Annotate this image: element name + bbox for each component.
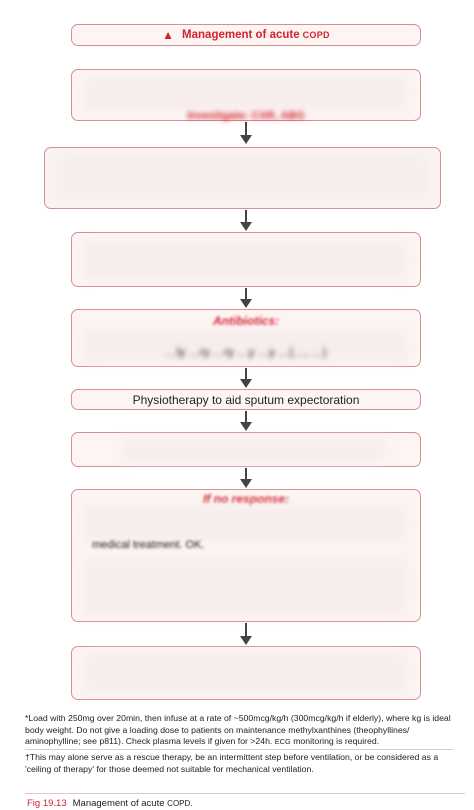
warning-triangle-icon: ▲ [162, 28, 175, 42]
antibiotics-label: Antibiotics: [213, 314, 279, 328]
redacted-region [84, 330, 408, 362]
no-response-text: medical treatment. OK. [92, 539, 205, 551]
figure-caption: Fig 19.13 Management of acute COPD. [27, 798, 193, 809]
flow-arrow [240, 288, 252, 308]
caption-abbr: COPD. [167, 799, 193, 808]
step-no-response: If no response: medical treatment. OK. [71, 489, 421, 622]
redacted-region [57, 156, 428, 200]
antibiotics-text: …ly …ry …ry …y …y …(…, …) [165, 347, 327, 359]
redacted-region [122, 438, 385, 463]
footnote-divider [25, 749, 453, 750]
flow-arrow [240, 210, 252, 231]
flow-arrow [240, 623, 252, 645]
step-physiotherapy: Physiotherapy to aid sputum expectoratio… [71, 389, 421, 410]
step-ventilation [71, 646, 421, 700]
footnote-text-end: monitoring is required. [293, 736, 380, 747]
flowchart-title: ▲ Management of acute COPD [71, 24, 421, 46]
step-bronchodilators [71, 232, 421, 287]
redacted-region [84, 241, 408, 279]
caption-text: Management of acute [72, 798, 165, 809]
step-investigate: Investigate: CXR, ABG [71, 69, 421, 122]
flow-arrow [240, 368, 252, 388]
flow-arrow [240, 468, 252, 488]
footnote-2: †This may alone serve as a rescue therap… [25, 752, 453, 775]
title-text: Management of acute [182, 29, 300, 41]
no-response-label: If no response: [202, 492, 289, 506]
footnote-mark: * [25, 713, 29, 723]
flow-arrow [240, 411, 252, 431]
physiotherapy-text: Physiotherapy to aid sputum expectoratio… [132, 392, 360, 407]
redacted-region [84, 558, 408, 616]
step-treatment-oxygen [44, 147, 441, 209]
step-monitoring [71, 432, 421, 467]
redacted-region [84, 76, 408, 110]
step-antibiotics: Antibiotics: …ly …ry …ry …y …y …(…, …) [71, 309, 421, 367]
footnote-mark: † [25, 752, 30, 762]
footnote-text: This may alone serve as a rescue therapy… [25, 752, 439, 774]
redacted-region [84, 506, 408, 542]
footnote-1: *Load with 250mg over 20min, then infuse… [25, 713, 453, 748]
figure-number: Fig 19.13 [27, 798, 67, 809]
title-abbr: COPD [302, 30, 330, 40]
investigate-label: Investigate: CXR, ABG [187, 110, 305, 122]
caption-divider [25, 793, 465, 794]
flow-arrow [240, 122, 252, 144]
footnote-text: Load with 250mg over 20min, then infuse … [25, 713, 451, 747]
footnote-abbr: ECG [274, 737, 291, 747]
redacted-region [84, 653, 408, 693]
